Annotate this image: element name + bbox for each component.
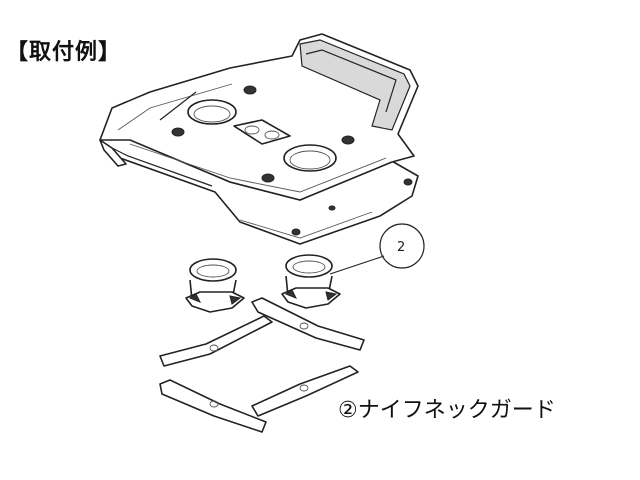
callout-balloon-number: 2 [397, 240, 405, 255]
blade-upper-right [251, 297, 365, 351]
blade-upper-left [159, 315, 273, 367]
knife-neck-guard-right [281, 254, 341, 309]
blade-lower-right [251, 365, 359, 417]
page-title: 【取付例】 [6, 40, 122, 65]
callout-balloon: 2 [329, 223, 425, 275]
part-label: ②ナイフネックガード [338, 398, 556, 423]
blade-lower-left [159, 379, 267, 433]
knife-neck-guard-left [185, 258, 245, 313]
mower-deck [99, 33, 419, 245]
